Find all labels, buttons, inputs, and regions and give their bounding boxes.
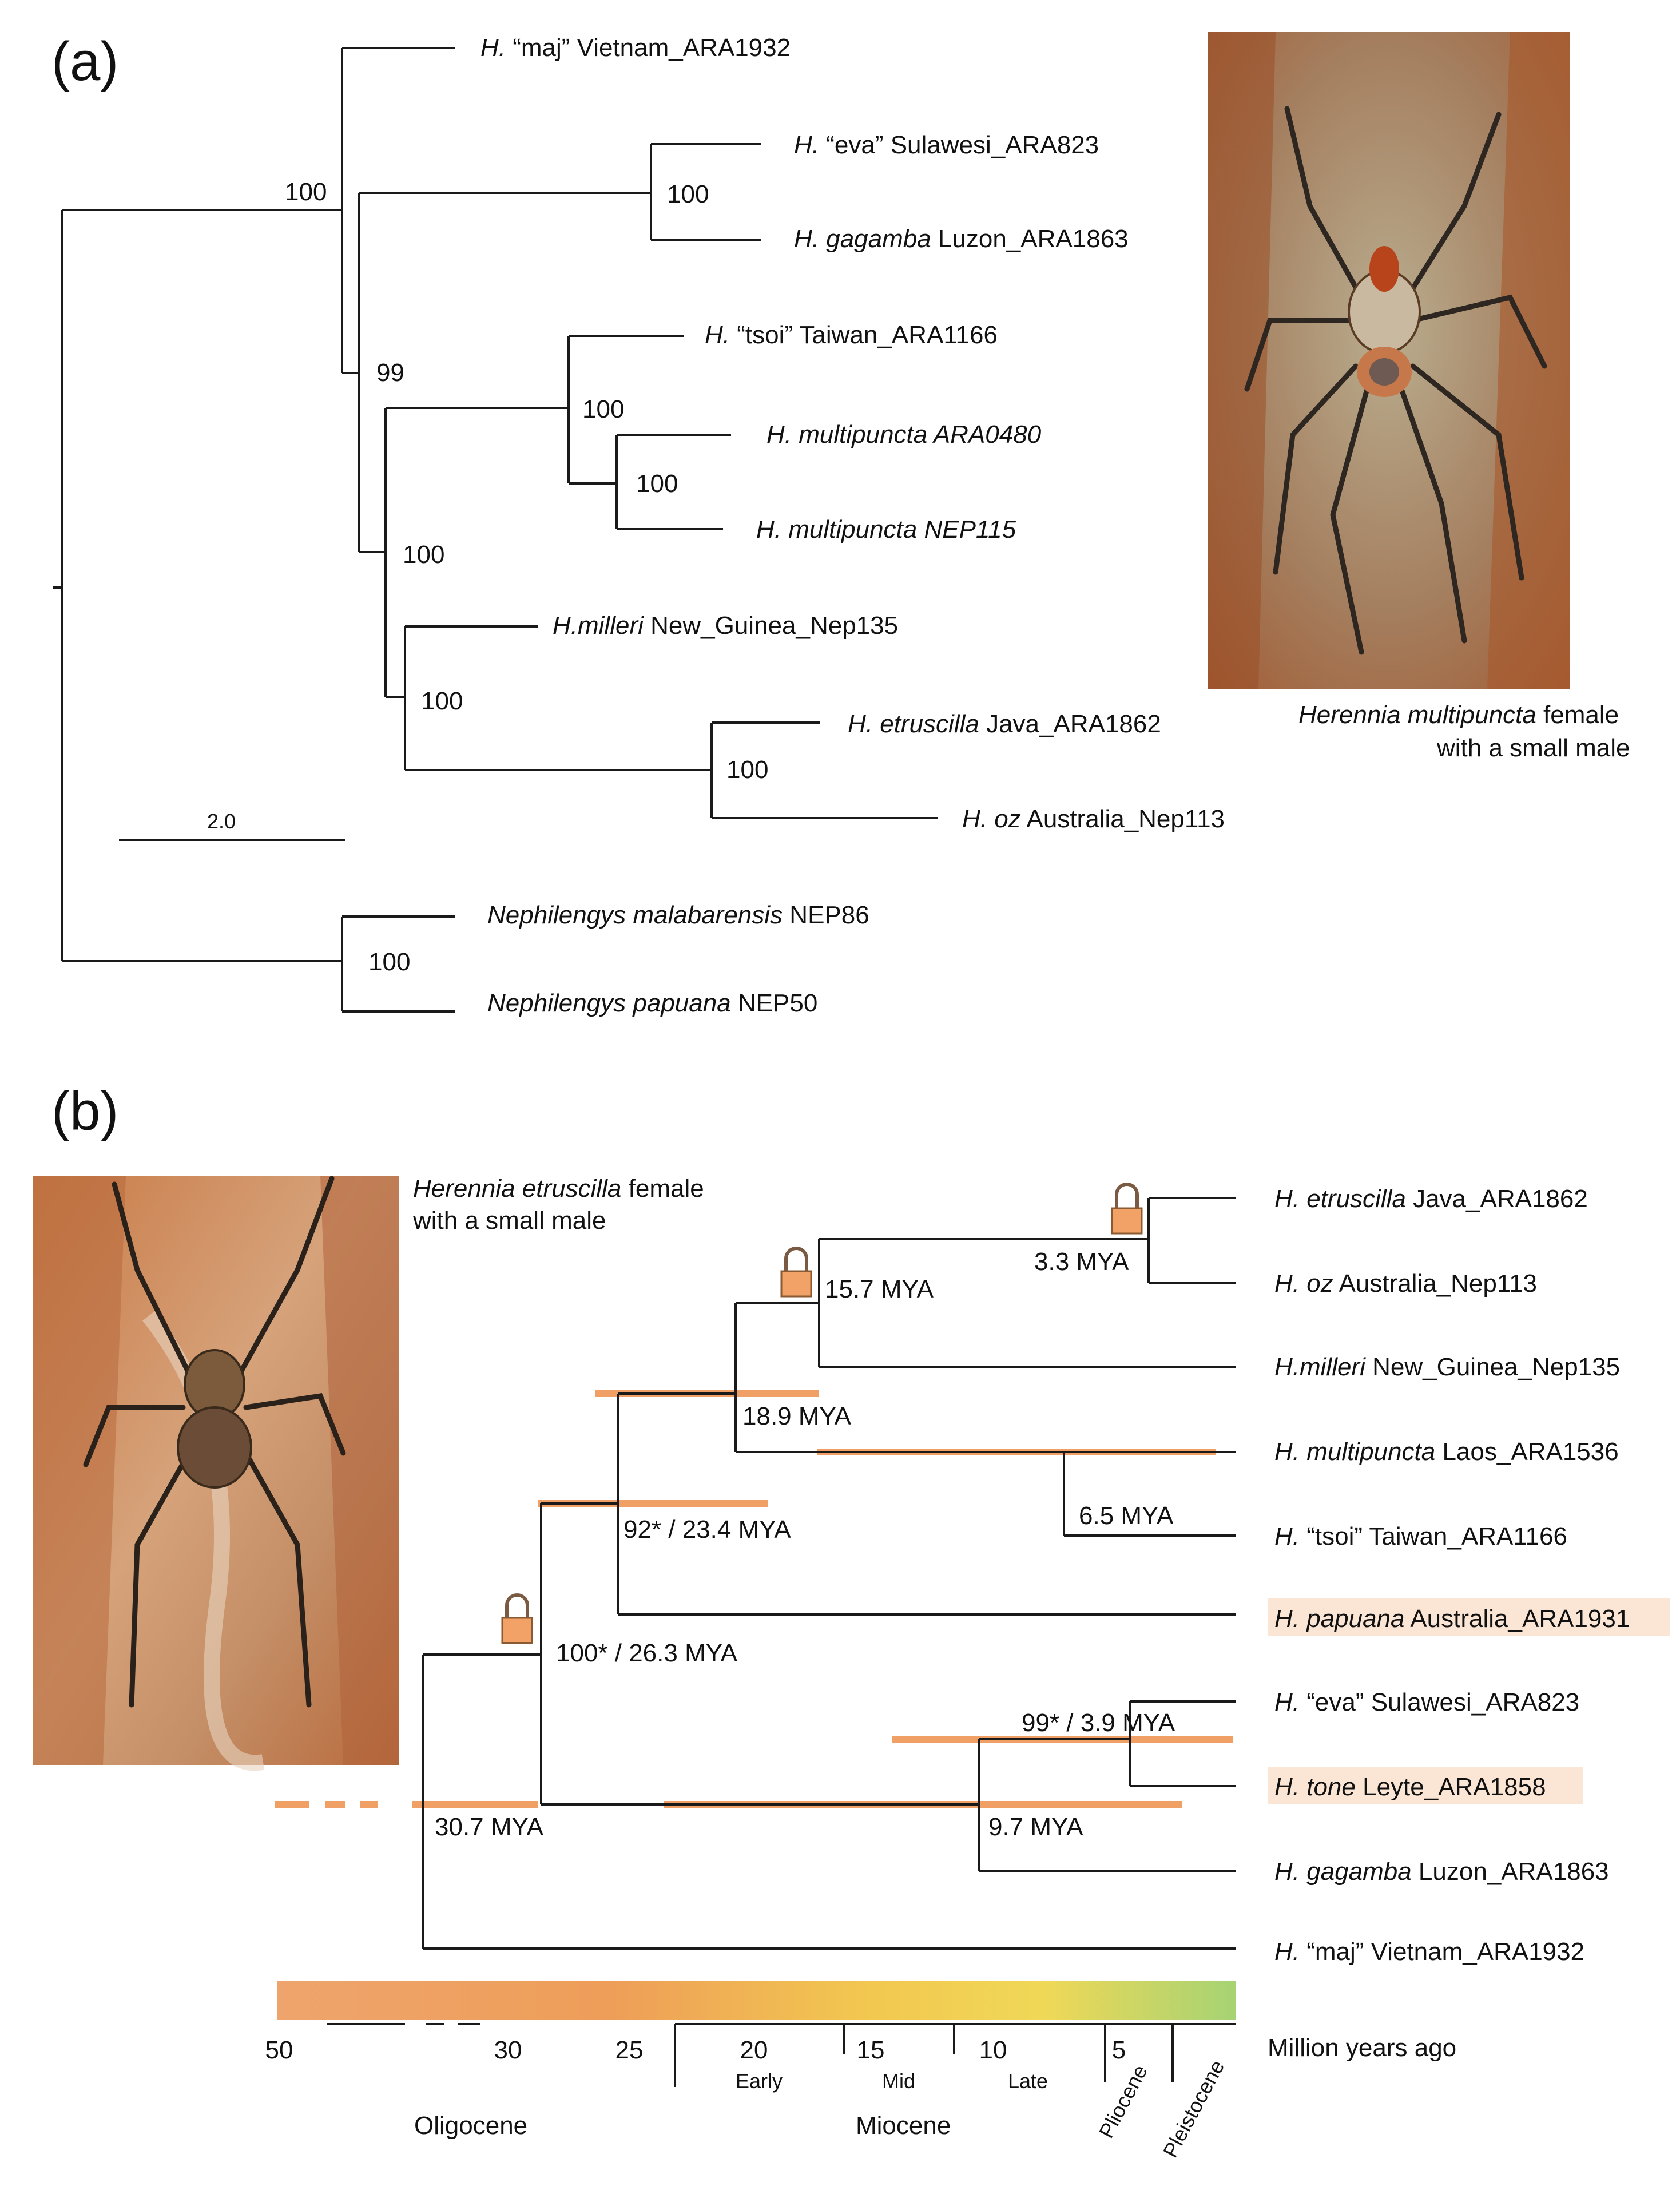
node-label-9-7: 9.7 MYA: [988, 1813, 1083, 1841]
scale-bar-a: 2.0: [119, 810, 345, 841]
tree-b-taxa: H. etruscilla Java_ARA1862 H. oz Austral…: [1274, 1185, 1630, 1966]
taxon-b-multipuncta-laos: H. multipuncta Laos_ARA1536: [1274, 1438, 1619, 1466]
taxon-a-nephilengys-malabarensis: Nephilengys malabarensis NEP86: [487, 901, 869, 929]
geologic-time-color-bar: [277, 1981, 1236, 2020]
axis-tick-label: 25: [615, 2036, 644, 2064]
axis-tick-label: 30: [494, 2036, 522, 2064]
photo-a-caption-line2: with a small male: [1436, 734, 1630, 762]
support-a-2: 100: [667, 180, 709, 208]
lock-icon: [501, 1593, 533, 1644]
subepoch-mid: Mid: [882, 2069, 915, 2093]
axis-tick-label: 5: [1112, 2036, 1126, 2064]
epoch-pliocene: Pliocene: [1094, 2061, 1152, 2142]
taxon-a-gagamba-luzon: H. gagamba Luzon_ARA1863: [794, 225, 1129, 253]
support-a-4: 100: [582, 395, 624, 423]
support-a-1: 100: [285, 178, 327, 206]
support-a-9: 100: [368, 948, 410, 976]
taxon-b-oz-australia: H. oz Australia_Nep113: [1274, 1269, 1537, 1298]
lock-icon: [780, 1247, 812, 1298]
photo-a-caption-line1: Herennia multipuncta female: [1298, 701, 1619, 729]
lock-icon: [1111, 1183, 1143, 1235]
epoch-miocene: Miocene: [856, 2112, 951, 2140]
taxon-a-nephilengys-papuana: Nephilengys papuana NEP50: [487, 989, 817, 1017]
photo-a-spider-multipuncta: [1208, 32, 1570, 689]
node-label-18-9: 18.9 MYA: [742, 1402, 852, 1430]
photo-b-caption-line1: Herennia etruscilla female: [413, 1175, 704, 1203]
node-label-3-3: 3.3 MYA: [1034, 1248, 1129, 1276]
taxon-b-gagamba-luzon: H. gagamba Luzon_ARA1863: [1274, 1858, 1609, 1886]
taxon-b-papuana-australia: H. papuana Australia_ARA1931: [1274, 1605, 1630, 1633]
support-a-6: 100: [403, 541, 444, 569]
node-label-30-7: 30.7 MYA: [435, 1813, 544, 1841]
taxon-a-multipuncta-ara0480: H. multipuncta ARA0480: [766, 420, 1042, 449]
taxon-a-maj-vietnam: H. “maj” Vietnam_ARA1932: [480, 34, 791, 62]
node-age-bars: [275, 1390, 1233, 1808]
node-label-3-9: 99* / 3.9 MYA: [1022, 1709, 1175, 1737]
support-a-7: 100: [421, 687, 463, 715]
taxon-a-multipuncta-nep115: H. multipuncta NEP115: [756, 515, 1016, 543]
taxon-b-eva-sulawesi: H. “eva” Sulawesi_ARA823: [1274, 1688, 1579, 1716]
support-a-5: 100: [636, 470, 678, 498]
subepoch-early: Early: [736, 2069, 783, 2093]
taxon-a-eva-sulawesi: H. “eva” Sulawesi_ARA823: [794, 131, 1099, 159]
tree-a-supports: 100 100 99 100 100 100 100 100 100: [285, 178, 768, 976]
highlight-papuana: [1268, 1598, 1670, 1636]
scale-bar-label: 2.0: [207, 810, 236, 833]
taxon-b-milleri-newguinea: H.milleri New_Guinea_Nep135: [1274, 1353, 1620, 1381]
node-label-26-3: 100* / 26.3 MYA: [556, 1639, 738, 1667]
panel-a-label: (a): [51, 31, 118, 92]
time-axis: 50 30 25 20 15 10 5 Million years ago Oligocen…: [265, 2023, 1456, 2161]
highlight-tone: [1268, 1767, 1583, 1804]
photo-b-caption-line2: with a small male: [412, 1207, 606, 1235]
taxon-b-maj-vietnam: H. “maj” Vietnam_ARA1932: [1274, 1938, 1584, 1966]
taxon-a-tsoi-taiwan: H. “tsoi” Taiwan_ARA1166: [705, 321, 998, 349]
taxon-a-etruscilla-java: H. etruscilla Java_ARA1862: [848, 710, 1161, 738]
node-label-6-5: 6.5 MYA: [1079, 1502, 1174, 1530]
support-a-3: 99: [376, 359, 404, 387]
epoch-oligocene: Oligocene: [414, 2112, 527, 2140]
axis-title: Million years ago: [1268, 2034, 1456, 2062]
subepoch-late: Late: [1008, 2069, 1048, 2093]
tree-a-branches: [53, 47, 938, 1013]
epoch-pleistocene: Pleistocene: [1158, 2056, 1229, 2161]
taxon-b-etruscilla-java: H. etruscilla Java_ARA1862: [1274, 1185, 1588, 1213]
axis-tick-label: 10: [979, 2036, 1007, 2064]
tree-b-node-labels: 3.3 MYA 15.7 MYA 18.9 MYA 6.5 MYA 92* / …: [435, 1248, 1175, 1841]
photo-b-spider-etruscilla: [33, 1176, 399, 1771]
taxon-a-milleri-newguinea: H.milleri New_Guinea_Nep135: [553, 612, 898, 640]
node-label-15-7: 15.7 MYA: [825, 1275, 934, 1303]
axis-tick-label: 20: [740, 2036, 768, 2064]
tree-a-taxa: H. “maj” Vietnam_ARA1932 H. “eva” Sulawe…: [480, 34, 1225, 1017]
support-a-8: 100: [726, 756, 768, 784]
axis-tick-label: 15: [857, 2036, 885, 2064]
taxon-b-tone-leyte: H. tone Leyte_ARA1858: [1274, 1773, 1546, 1801]
node-label-23-4: 92* / 23.4 MYA: [623, 1515, 791, 1544]
tree-b-branches: [422, 1197, 1236, 1950]
axis-tick-label: 50: [265, 2036, 293, 2064]
panel-b-label: (b): [51, 1081, 118, 1142]
taxon-b-tsoi-taiwan: H. “tsoi” Taiwan_ARA1166: [1274, 1522, 1567, 1550]
taxon-a-oz-australia: H. oz Australia_Nep113: [962, 805, 1225, 833]
